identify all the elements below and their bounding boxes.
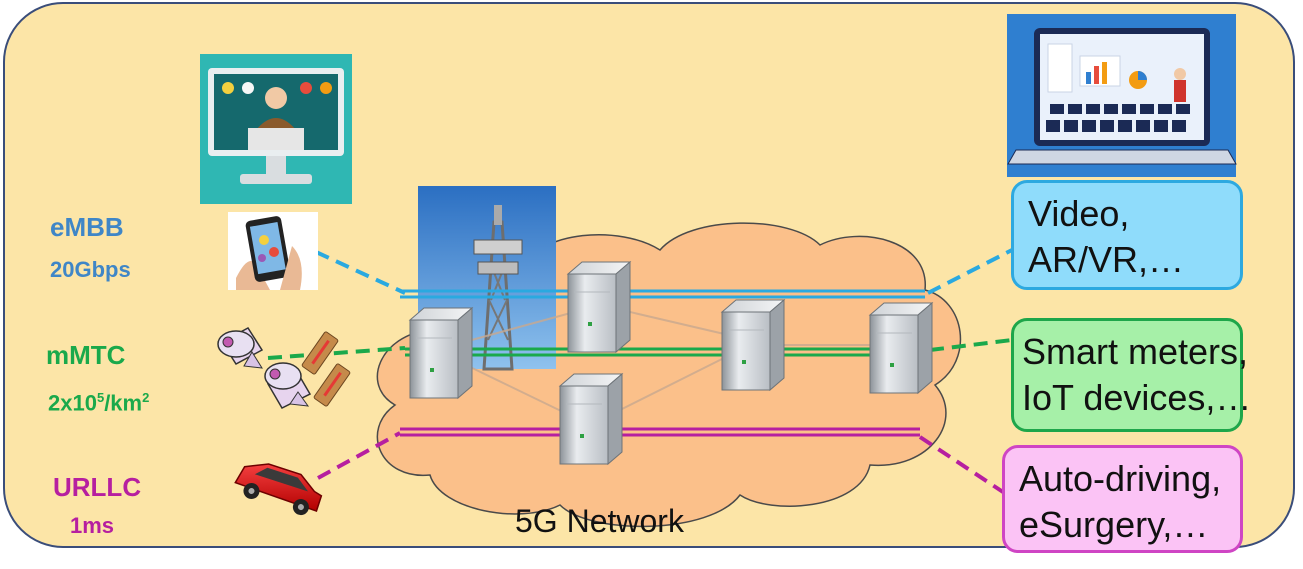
application-text: Smart meters, [1022,331,1249,372]
urllc-metric: 1ms [70,513,115,538]
mmtc-application-box: Smart meters, IoT devices,… [1011,318,1252,432]
mmtc-label: mMTC [46,340,126,370]
network-label: 5G Network [515,503,684,539]
embb-label: eMBB [50,212,124,242]
mmtc-line [267,338,1013,360]
server-icon [721,299,785,391]
surveillance-camera-icon [217,327,264,369]
surveillance-camera-icon [264,362,312,409]
thermometer-icon [301,331,339,375]
embb-line [315,248,1013,299]
embb-application-box: Video, AR/VR,… [1011,180,1243,290]
server-icon [567,261,631,353]
laptop-presentation-icon [1007,14,1237,177]
application-text: Video, [1028,193,1130,234]
urllc-line [317,427,1005,494]
application-text: AR/VR,… [1028,239,1185,280]
application-text: IoT devices,… [1022,377,1252,418]
smartphone-icon [228,212,318,290]
embb-metric: 20Gbps [50,257,131,282]
server-icon [559,373,623,465]
application-text: eSurgery,… [1019,504,1209,545]
application-text: Auto-driving, [1019,458,1222,499]
mmtc-metric: 2x105/km2 [48,390,150,416]
car-icon [234,463,323,516]
server-icon [409,307,473,399]
urllc-label: URLLC [53,472,142,502]
urllc-application-box: Auto-driving, eSurgery,… [1002,445,1243,553]
video-conference-icon [200,54,352,204]
thermometer-icon [313,363,351,407]
server-icon [869,302,933,394]
